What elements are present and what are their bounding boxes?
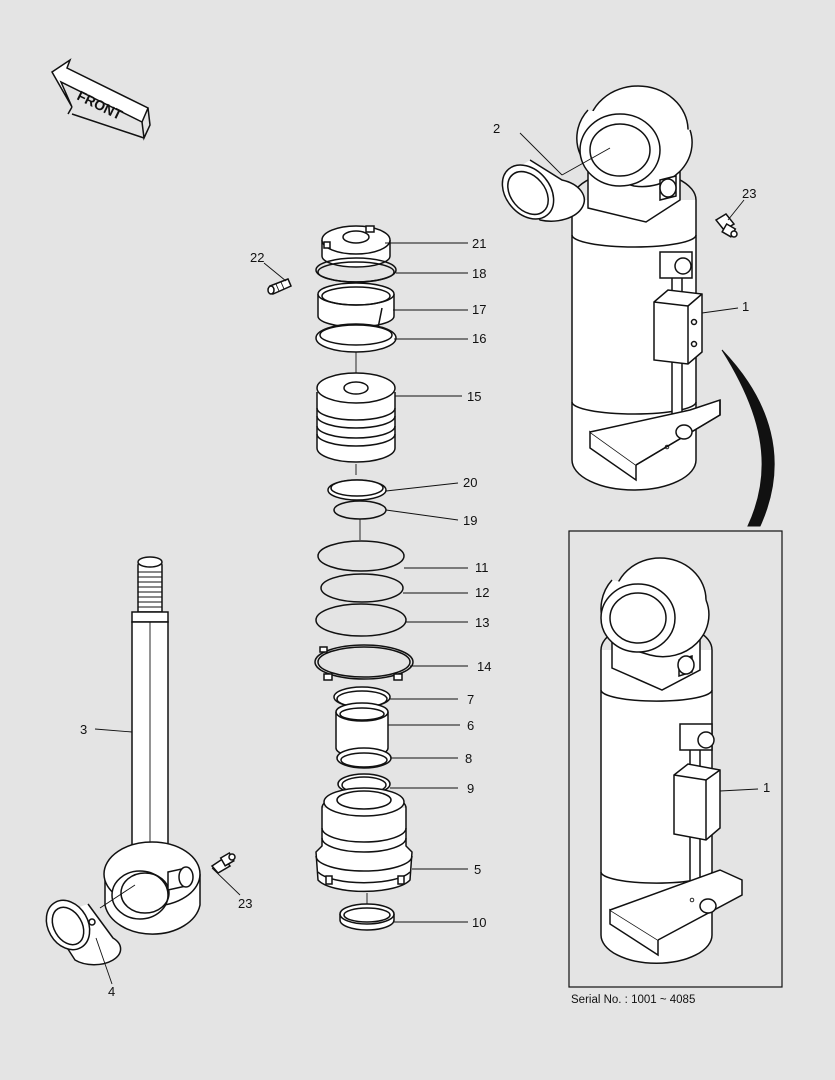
part-13-ring: [315, 603, 407, 637]
callout-18: 18: [472, 266, 486, 281]
part-2-bushing: [501, 159, 586, 222]
callout-16: 16: [472, 331, 486, 346]
part-5-rod-cover: [315, 787, 413, 893]
part-4-bushing: [45, 899, 122, 966]
detail-arrow: [721, 349, 775, 527]
part-20-backup-ring: [327, 479, 387, 501]
callout-17: 17: [472, 302, 486, 317]
cylinder-upper: [571, 85, 721, 491]
part-12-ring: [320, 573, 404, 603]
callout-2: 2: [493, 121, 500, 136]
callout-21: 21: [472, 236, 486, 251]
callout-23-lower: 23: [238, 896, 252, 911]
callout-4: 4: [108, 984, 115, 999]
callout-6: 6: [467, 718, 474, 733]
part-22-set-screw: [267, 278, 292, 296]
serial-number-label: Serial No. : 1001 ~ 4085: [571, 994, 695, 1006]
part-16-ring: [315, 323, 397, 353]
callout-1-lower: 1: [763, 780, 770, 795]
callout-14: 14: [477, 659, 491, 674]
callout-1-upper: 1: [742, 299, 749, 314]
part-21-gland-nut: [321, 225, 391, 268]
part-14-snap-ring: [314, 644, 414, 681]
callout-12: 12: [475, 585, 489, 600]
callout-8: 8: [465, 751, 472, 766]
callout-10: 10: [472, 915, 486, 930]
callout-13: 13: [475, 615, 489, 630]
callout-9: 9: [467, 781, 474, 796]
cylinder-lower: [600, 557, 743, 964]
callout-11: 11: [475, 560, 489, 575]
part-23-grease-nipple-upper: [714, 213, 738, 238]
callout-22: 22: [250, 250, 264, 265]
callout-19: 19: [463, 513, 477, 528]
part-19-o-ring: [333, 500, 387, 520]
callout-7: 7: [467, 692, 474, 707]
part-8-ring: [336, 747, 392, 769]
callout-labels: 21 22 18 17 16 15 20 19 11 12 13 14 7 6 …: [80, 121, 770, 999]
part-15-piston: [316, 372, 396, 463]
inset-frame: [568, 530, 783, 988]
part-6-bushing: [335, 702, 389, 758]
seal-stack: [267, 225, 414, 931]
front-arrow: FRONT: [51, 58, 151, 141]
callout-3: 3: [80, 722, 87, 737]
callout-15: 15: [467, 389, 481, 404]
callout-5: 5: [474, 862, 481, 877]
callout-20: 20: [463, 475, 477, 490]
leader-lines: [94, 132, 759, 985]
callout-23-upper: 23: [742, 186, 756, 201]
part-17-wear-ring: [317, 282, 395, 329]
part-3-piston-rod: [103, 556, 201, 935]
part-7-ring: [333, 686, 391, 708]
part-11-o-ring: [317, 540, 405, 572]
part-10-dust-seal: [339, 903, 395, 931]
part-23-grease-nipple: [210, 852, 236, 874]
